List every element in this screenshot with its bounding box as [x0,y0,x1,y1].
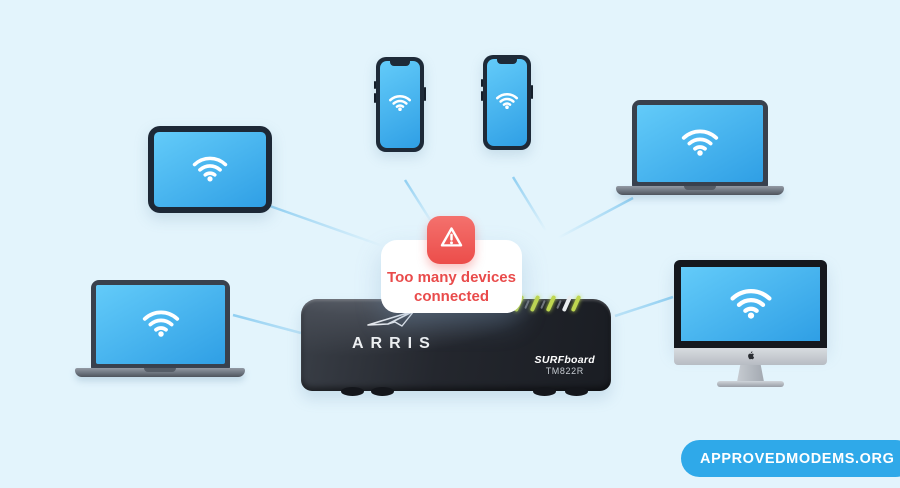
laptop-base [75,368,245,377]
device-phone-1 [374,57,426,152]
modem-foot [341,387,364,396]
wifi-icon [495,91,519,114]
phone-side-button [424,87,426,101]
imac-screen [674,260,827,348]
imac-stand [737,365,764,382]
modem-status-leds [513,294,582,313]
alert-icon-badge [427,216,475,264]
phone-screen [487,59,527,146]
led-indicator [570,294,582,313]
badge-text: APPROVEDMODEMS.ORG [700,450,895,467]
wifi-icon [388,93,412,116]
tablet-screen [154,132,266,207]
led-label-mark [556,299,562,310]
phone-screen [380,61,420,148]
phone-side-button [481,79,483,87]
phone-notch [390,61,410,66]
phone-side-button [374,93,376,103]
modem-model-block: SURFboard TM822R [535,354,595,376]
phone-notch [497,59,517,64]
wifi-icon [728,285,774,324]
warning-triangle-icon [438,224,465,256]
imac-chin [674,348,827,365]
imac-base [717,381,784,387]
phone-side-button [481,91,483,101]
modem-model-line2: TM822R [545,365,584,376]
laptop-screen [91,280,230,369]
led-label-mark [524,299,530,310]
arris-brand-block: ARRIS [345,309,437,353]
laptop-hinge-notch [684,186,716,190]
arris-modem: ARRIS SURFboard TM822R [301,294,611,396]
device-tablet [148,126,272,213]
led-indicator [529,294,541,313]
paper-plane-logo-icon [345,309,437,334]
modem-foot [371,387,394,396]
modem-model-line1: SURFboard [534,353,595,366]
device-phone-2 [481,55,533,150]
modem-foot [565,387,588,396]
approvedmodems-badge[interactable]: APPROVEDMODEMS.ORG [681,440,900,477]
phone-side-button [531,85,533,99]
wifi-icon [141,307,181,342]
led-label-mark [540,299,546,310]
modem-brand-text: ARRIS [352,335,437,352]
laptop-screen [632,100,768,187]
phone-side-button [374,81,376,89]
wifi-icon [680,126,720,161]
modem-foot [533,387,556,396]
alert-message: Too many devices connected [387,269,516,305]
laptop-hinge-notch [144,368,176,372]
apple-logo-icon [746,348,756,366]
wifi-icon [191,153,229,187]
laptop-base [616,186,784,195]
led-indicator [545,294,557,313]
